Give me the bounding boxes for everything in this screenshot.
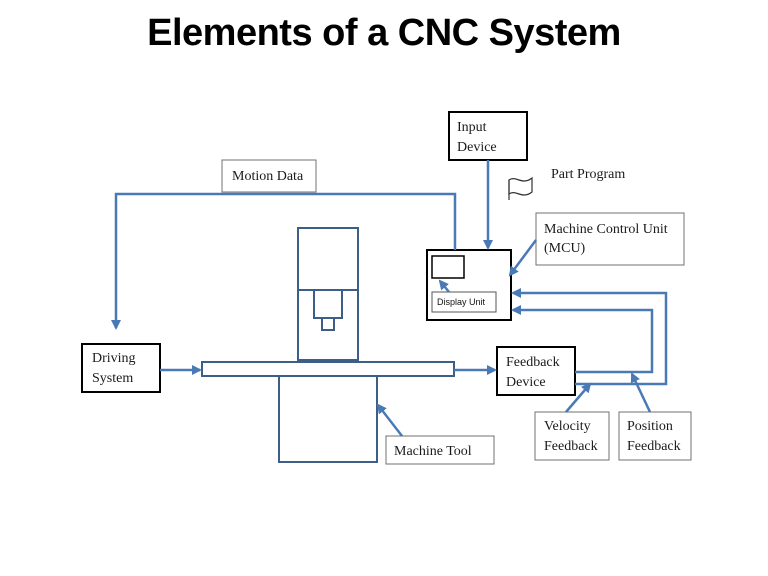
arrow-velocity-loop [511,305,654,374]
arrow-display-unit [438,279,450,293]
feedback-device-box: Feedback Device [496,346,576,396]
mcu-label-line2: (MCU) [544,241,586,256]
machine-base [278,375,378,463]
motion-data-box: Motion Data [221,159,317,193]
velocity-feedback-label-line1: Velocity [544,419,591,434]
velocity-feedback-label-line2: Feedback [544,439,598,454]
mcu-box: Display Unit [426,249,512,321]
machine-tool-graphic [201,227,455,463]
arrow-motion-data-to-driving [111,192,457,330]
position-feedback-label-line1: Position [627,419,673,434]
mcu-label-line1: Machine Control Unit [544,222,668,237]
connectors [111,160,668,437]
arrow-machine-tool [376,403,403,437]
velocity-feedback-box: Velocity Feedback [534,411,610,461]
flag-document-icon [508,176,533,200]
arrow-position-label [630,372,652,413]
arrow-velocity-label [565,382,592,413]
arrow-mcu-label [508,239,538,277]
spindle-head [297,227,359,291]
part-program-label: Part Program [551,167,625,182]
motion-data-label: Motion Data [232,169,304,184]
driving-system-box: Driving System [81,343,161,393]
display-unit-label: Display Unit [437,297,486,307]
spindle [313,289,343,319]
input-device-label-line1: Input [457,120,487,135]
input-device-box: Input Device [448,111,528,161]
cutting-tool [321,317,335,331]
input-device-label-line2: Device [457,140,497,155]
position-feedback-label-line2: Feedback [627,439,681,454]
feedback-device-label-line1: Feedback [506,355,560,370]
position-feedback-box: Position Feedback [618,411,692,461]
arrow-position-loop [511,288,668,386]
machine-tool-label: Machine Tool [394,444,472,459]
page-title: Elements of a CNC System [147,12,621,54]
feedback-device-label-line2: Device [506,375,546,390]
display-unit-box [431,291,497,313]
display-screen [431,255,465,279]
machine-tool-label-box: Machine Tool [385,435,495,465]
mcu-label-box: Machine Control Unit (MCU) [535,212,685,266]
driving-system-label-line2: System [92,371,133,386]
driving-system-label-line1: Driving [92,351,136,366]
worktable [201,361,455,377]
